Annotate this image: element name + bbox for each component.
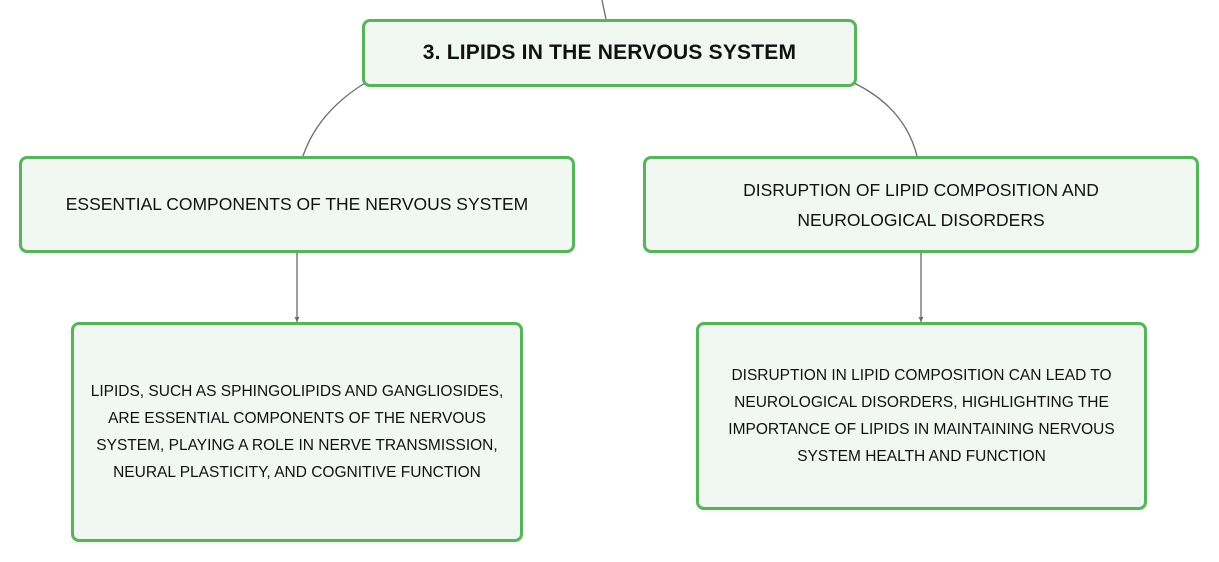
connector-from-parent <box>601 0 607 20</box>
branch-node-label: DISRUPTION OF LIPID COMPOSITION AND NEUR… <box>743 179 1099 230</box>
detail-node-essential-components[interactable]: LIPIDS, SUCH AS SPHINGOLIPIDS AND GANGLI… <box>71 322 523 542</box>
branch-node-disruption[interactable]: DISRUPTION OF LIPID COMPOSITION AND NEUR… <box>643 156 1199 253</box>
detail-node-disruption[interactable]: DISRUPTION IN LIPID COMPOSITION CAN LEAD… <box>696 322 1147 510</box>
branch-node-essential-components[interactable]: ESSENTIAL COMPONENTS OF THE NERVOUS SYST… <box>19 156 575 253</box>
connector-left-arrowhead <box>294 317 300 322</box>
detail-node-text: DISRUPTION IN LIPID COMPOSITION CAN LEAD… <box>728 367 1115 465</box>
root-node-label: 3. LIPIDS IN THE NERVOUS SYSTEM <box>422 41 797 64</box>
detail-node-text: LIPIDS, SUCH AS SPHINGOLIPIDS AND GANGLI… <box>90 383 504 481</box>
connector-root-to-left <box>302 82 366 157</box>
connector-right-arrowhead <box>918 317 924 322</box>
branch-node-label: ESSENTIAL COMPONENTS OF THE NERVOUS SYST… <box>65 194 529 214</box>
root-node[interactable]: 3. LIPIDS IN THE NERVOUS SYSTEM <box>362 19 857 87</box>
connector-root-to-right <box>853 82 918 157</box>
